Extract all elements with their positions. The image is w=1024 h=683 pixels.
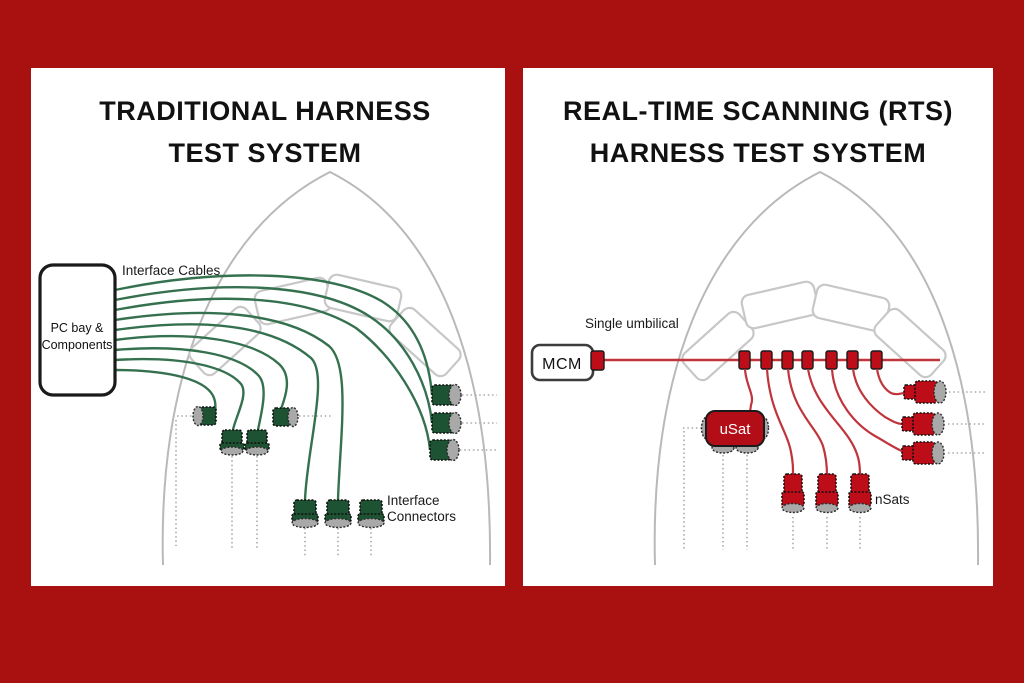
right-title-line2: HARNESS TEST SYSTEM: [590, 138, 927, 168]
pc-bay-label-line1: PC bay &: [51, 321, 104, 335]
mcm-connector: [590, 350, 605, 371]
bay-rect: [740, 280, 820, 330]
rts-diagram: REAL-TIME SCANNING (RTS) HARNESS TEST SY…: [530, 96, 985, 566]
umbilical-taps: [738, 350, 883, 370]
connector: [192, 405, 217, 427]
mcm-label: MCM: [542, 356, 582, 373]
right-title-line1: REAL-TIME SCANNING (RTS): [563, 96, 953, 126]
bay-rect: [873, 307, 947, 379]
aircraft-nose-outline: [653, 170, 980, 566]
dotted-guides: [683, 391, 985, 550]
connector: [291, 499, 319, 529]
connector: [848, 473, 872, 514]
interface-cables: [114, 274, 434, 501]
connector: [781, 473, 805, 514]
connector: [219, 429, 245, 456]
interface-cables-label: Interface Cables: [122, 263, 221, 278]
equipment-bays: [681, 280, 947, 382]
traditional-system-panel: TRADITIONAL HARNESS TEST SYSTEM: [31, 68, 505, 586]
connector: [272, 406, 299, 428]
left-title-line1: TRADITIONAL HARNESS: [99, 96, 431, 126]
bay-rect: [323, 273, 403, 323]
mcm-box: MCM: [530, 343, 605, 382]
tap: [760, 350, 773, 370]
connector: [431, 411, 462, 435]
usat-device: uSat: [700, 410, 770, 454]
single-umbilical-label: Single umbilical: [585, 316, 679, 331]
nsat-connectors: [781, 473, 872, 514]
connector: [903, 380, 947, 404]
tap: [781, 350, 794, 370]
right-connectors: [901, 380, 947, 465]
tap: [870, 350, 883, 370]
connector: [901, 441, 945, 465]
interface-connectors-label-line1: Interface: [387, 493, 440, 508]
connector: [244, 429, 270, 456]
tap: [825, 350, 838, 370]
left-title-line2: TEST SYSTEM: [168, 138, 361, 168]
tap: [846, 350, 859, 370]
traditional-diagram: TRADITIONAL HARNESS TEST SYSTEM: [38, 96, 497, 566]
interface-connectors-label-line2: Connectors: [387, 509, 456, 524]
nsats-label: nSats: [875, 492, 910, 507]
drop-cables: [743, 368, 905, 477]
aircraft-nose-outline: [161, 170, 492, 566]
pc-bay-label-line2: Components: [42, 338, 113, 352]
pc-bay-box: PC bay & Components: [38, 263, 117, 397]
connector: [815, 473, 839, 514]
connector: [429, 438, 460, 462]
connector: [901, 412, 945, 436]
tap: [801, 350, 814, 370]
connector: [357, 499, 385, 529]
rts-system-panel: REAL-TIME SCANNING (RTS) HARNESS TEST SY…: [523, 68, 993, 586]
connector: [431, 383, 462, 407]
dotted-guides: [175, 394, 497, 556]
tap: [738, 350, 751, 370]
usat-label: uSat: [720, 421, 752, 438]
interface-connectors: [192, 383, 462, 529]
connector: [324, 499, 352, 529]
